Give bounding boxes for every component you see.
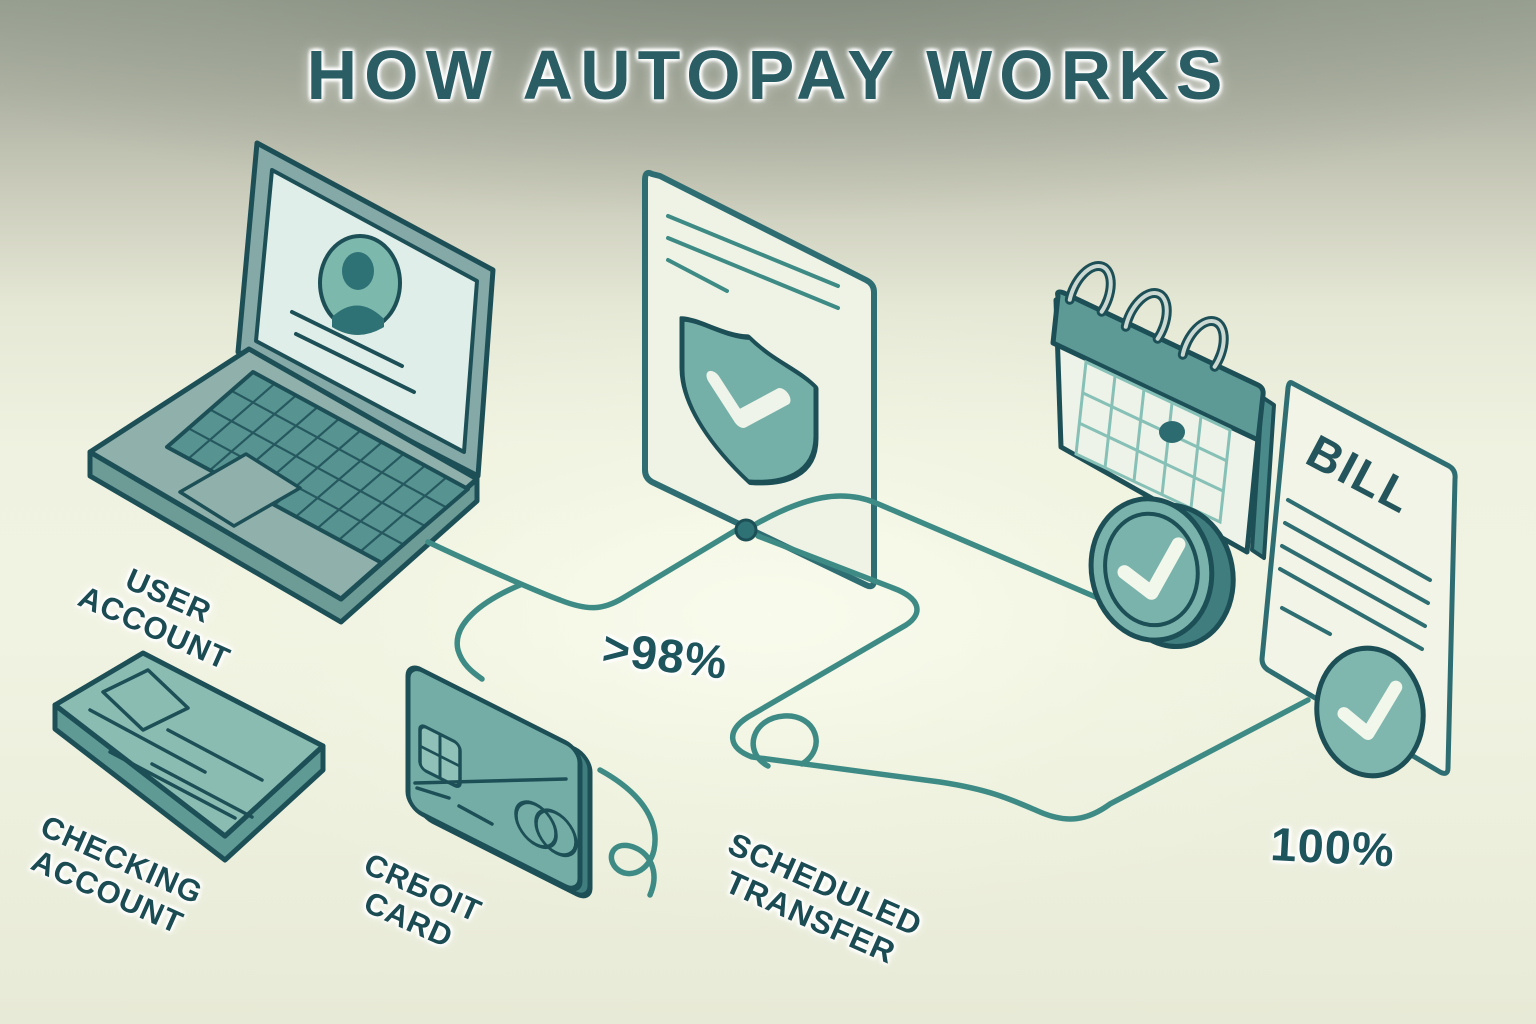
- wire-knob-loop: [750, 713, 819, 769]
- calendar-icon: [1050, 261, 1276, 560]
- user-avatar-icon: [318, 234, 402, 335]
- screen-text-lines: [290, 310, 416, 394]
- coin-checkmark-icon: [1117, 537, 1186, 600]
- shield-icon: [679, 316, 819, 486]
- calendar-date-dot: [1159, 421, 1185, 443]
- shield-check-document-icon: [642, 169, 877, 590]
- checkbook-icon: [52, 650, 326, 863]
- document-text-lines: [666, 214, 840, 310]
- checkbook-lines: [88, 708, 264, 820]
- card-circle-right: [534, 808, 578, 858]
- coin-check-icon: [1088, 496, 1236, 650]
- wire-node-to-bill: [729, 533, 1311, 822]
- laptop-trackpad: [178, 452, 302, 528]
- card-circle-left: [514, 800, 558, 850]
- wire-node-to-coin: [753, 493, 1101, 601]
- badge-checkmark-icon: [1337, 680, 1403, 740]
- calendar-rings: [1064, 261, 1229, 372]
- check-badge-icon: [1314, 645, 1426, 779]
- flow-wires: [425, 493, 1311, 898]
- calendar-grid: [1074, 359, 1232, 525]
- card-number-lines: [413, 777, 568, 826]
- wire-branch-to-card: [454, 582, 523, 682]
- stat-bill-completion: 100%: [1269, 817, 1397, 877]
- shield-check-icon: [706, 370, 791, 428]
- wire-laptop-to-node: [425, 526, 741, 611]
- wire-decorative-loop: [597, 767, 658, 898]
- credit-card-icon: [405, 665, 593, 899]
- page-title: HOW AUTOPAY WORKS: [306, 36, 1230, 114]
- bill-text-lines: [1278, 498, 1432, 651]
- connector-node-icon: [734, 518, 758, 542]
- laptop-user-icon: [87, 140, 496, 625]
